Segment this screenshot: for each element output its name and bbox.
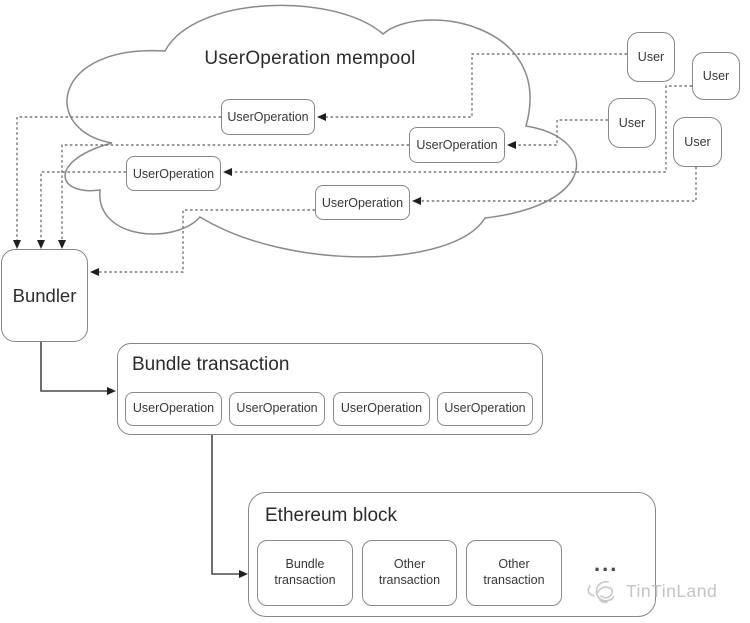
mempool-cloud-shape (64, 4, 578, 258)
arrowhead-into-bundler-top-2 (37, 240, 45, 249)
userop-label: UserOperation (416, 138, 498, 152)
bundle-userop-box-1: UserOperation (125, 392, 222, 426)
user-box-4: User (673, 117, 722, 167)
bundle-userop-box-4: UserOperation (437, 392, 533, 426)
watermark: TinTinLand (584, 576, 717, 606)
userop-label: UserOperation (227, 110, 309, 124)
arrowhead-into-bundle-tx (107, 387, 116, 395)
connector-userop1-to-bundler (16, 116, 221, 243)
userop-label: UserOperation (236, 401, 318, 416)
bundler-label: Bundler (12, 284, 77, 306)
eth-other-transaction-box-2: Other transaction (466, 540, 562, 606)
bundle-transaction-title: Bundle transaction (132, 354, 290, 375)
userop-box-mempool-1: UserOperation (221, 99, 315, 135)
eth-item-label: Bundle transaction (274, 557, 336, 587)
connector-userop4-to-bundler (97, 209, 315, 273)
bundle-userop-box-3: UserOperation (333, 392, 430, 426)
connector-user3-to-userop2 (514, 119, 608, 146)
eth-item-label: Other transaction (378, 557, 441, 587)
bundle-userop-box-2: UserOperation (229, 392, 325, 426)
swallow-logo-icon (587, 580, 615, 604)
arrowhead-into-userop2 (507, 141, 516, 149)
userop-label: UserOperation (340, 401, 423, 416)
user-box-2: User (692, 52, 740, 100)
mempool-cloud-title: UserOperation mempool (204, 48, 416, 69)
arrowhead-into-userop1 (317, 113, 326, 121)
user-label: User (618, 116, 646, 130)
userop-label: UserOperation (444, 401, 526, 416)
arrowhead-into-bundler-top-1 (13, 240, 21, 249)
eth-item-label: Other transaction (483, 557, 545, 587)
user-box-3: User (608, 98, 656, 148)
arrowhead-into-bundler-top-3 (58, 240, 66, 249)
userop-label: UserOperation (132, 401, 215, 416)
connector-user4-to-userop4 (419, 167, 697, 202)
user-label: User (702, 69, 730, 83)
ethereum-block-title: Ethereum block (265, 505, 398, 526)
connector-userop2-to-bundler (61, 144, 409, 243)
bundler-box: Bundler (1, 249, 88, 342)
connector-user1-to-userop1 (324, 53, 627, 118)
userop-box-mempool-2: UserOperation (409, 127, 505, 163)
connector-bundler-to-bundle-tx (40, 342, 108, 392)
userop-box-mempool-4: UserOperation (315, 185, 410, 220)
userop-label: UserOperation (321, 195, 404, 210)
user-label: User (637, 50, 665, 64)
arrowhead-into-userop4 (412, 197, 421, 205)
watermark-text: TinTinLand (626, 580, 718, 601)
arrowhead-into-bundler-right (90, 268, 99, 276)
more-transactions-ellipsis: ... (594, 551, 619, 576)
userop-label: UserOperation (132, 166, 215, 181)
eth-other-transaction-box-1: Other transaction (362, 540, 457, 606)
connector-bundle-tx-to-eth-block (211, 435, 240, 575)
eth-bundle-transaction-box: Bundle transaction (257, 540, 353, 606)
arrowhead-into-eth-block (239, 570, 248, 578)
arrowhead-into-userop3 (223, 168, 232, 176)
user-box-1: User (627, 32, 675, 82)
userop-box-mempool-3: UserOperation (126, 156, 221, 191)
user-label: User (684, 135, 711, 149)
